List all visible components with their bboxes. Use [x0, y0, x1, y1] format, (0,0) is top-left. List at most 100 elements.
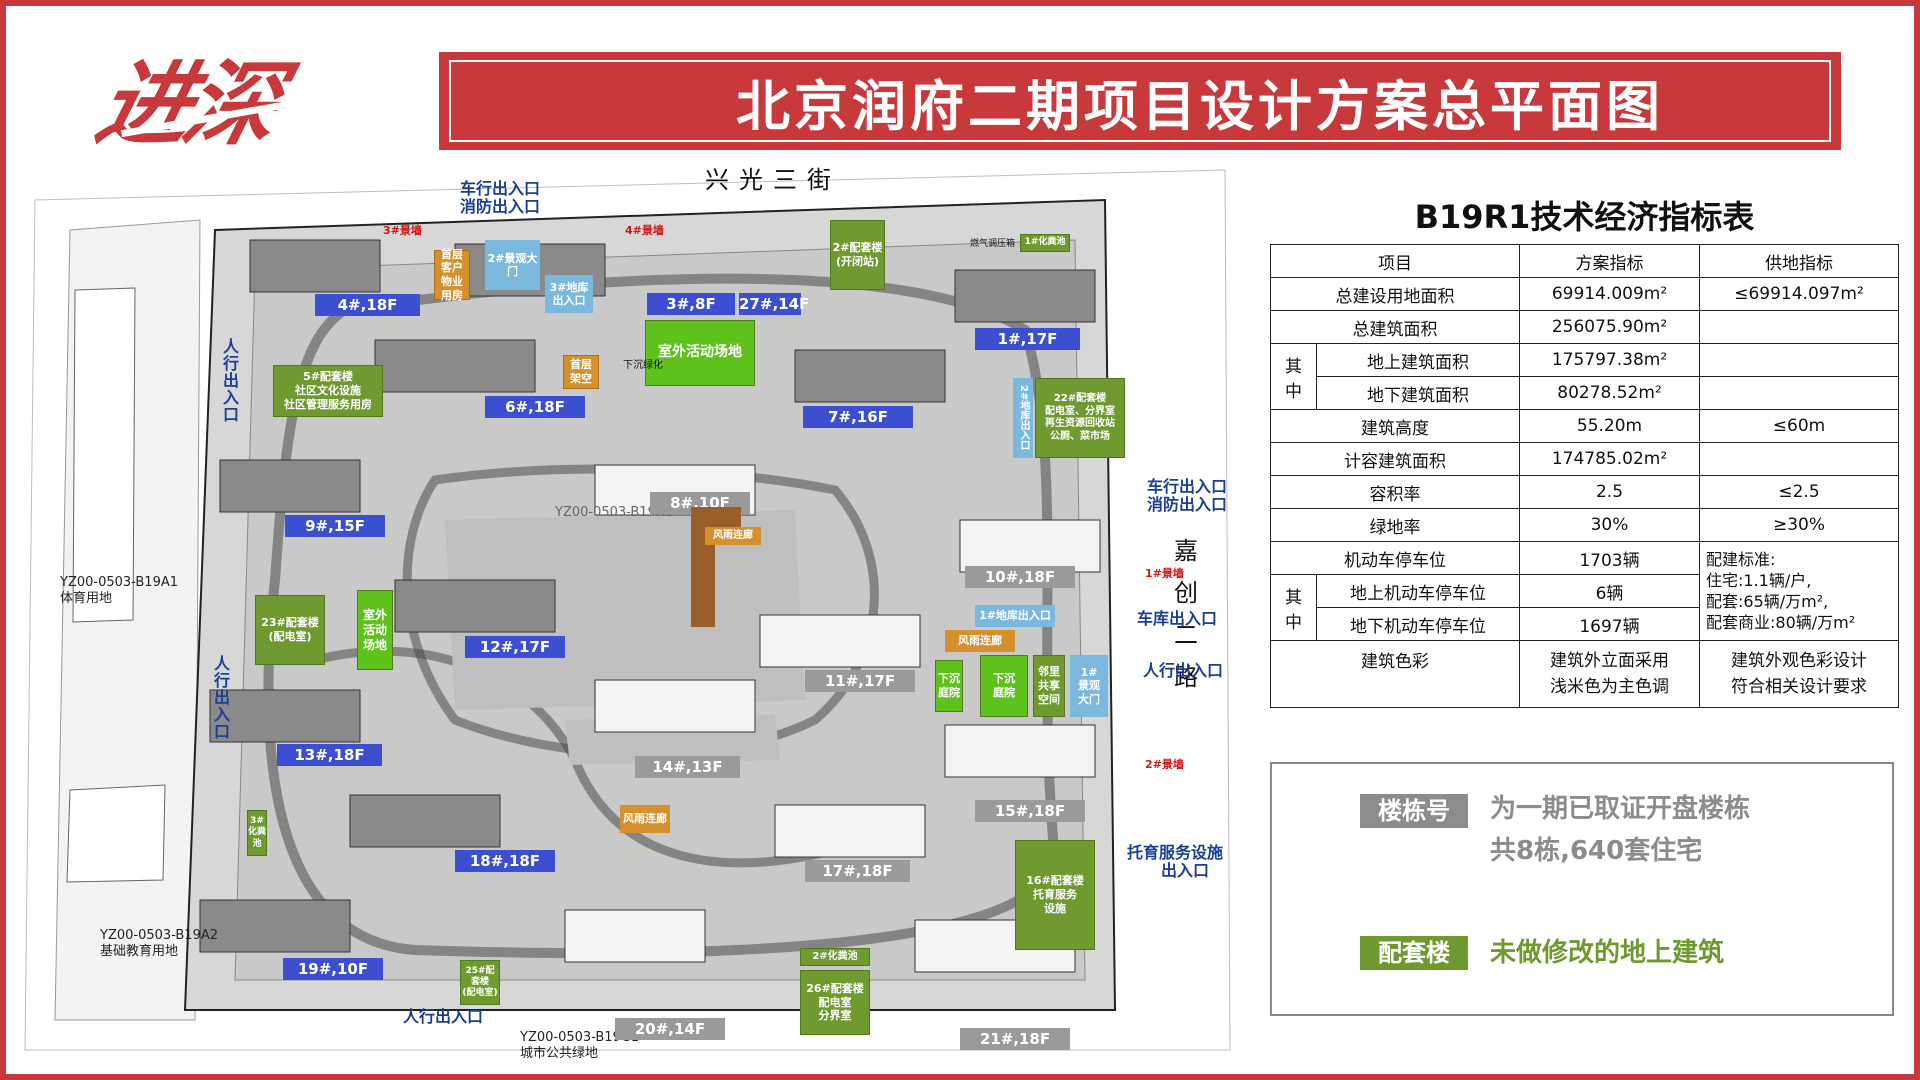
table-header-cell: 供地指标 — [1699, 244, 1899, 278]
facility-septic-2: 2#化粪池 — [800, 948, 870, 966]
facility-client-property[interactable]: 首层 客户 物业 用房 — [434, 248, 470, 302]
facility-23[interactable]: 23#配套楼 (配电室) — [255, 595, 325, 665]
corridor-label-1: 风雨连廊 — [705, 527, 761, 545]
entrance-east-nursery[interactable]: 托育服务设施 出入口 — [1127, 844, 1223, 880]
table-header-cell: 方案指标 — [1519, 244, 1700, 278]
facility-25[interactable]: 25#配套楼 (配电室) — [460, 960, 500, 1005]
building-tag-7[interactable]: 7#,16F — [803, 406, 913, 428]
table-row: 其 中 地上建筑面积 175797.38m² — [1270, 343, 1899, 410]
building-tag-18[interactable]: 18#,18F — [455, 850, 555, 872]
entrance-north[interactable]: 车行出入口 消防出入口 — [460, 180, 540, 216]
table-row: 建筑高度 55.20m ≤60m — [1270, 409, 1899, 443]
table-cell: 计容建筑面积 — [1270, 442, 1520, 476]
building-tag-1[interactable]: 1#,17F — [975, 328, 1080, 350]
entrance-south[interactable]: 人行出入口 — [403, 1007, 484, 1026]
table-cell: 建筑色彩 — [1270, 640, 1520, 708]
road-east-char: 路 — [1174, 663, 1198, 691]
table-cell: 55.20m — [1519, 409, 1700, 443]
garage-entrance-2[interactable]: 2#地库出入口 — [1013, 378, 1033, 458]
road-name-north: 兴光三街 — [705, 166, 841, 194]
building-tag-10[interactable]: 10#,18F — [965, 566, 1075, 588]
table-cell: ≤69914.097m² — [1699, 277, 1899, 311]
table-cell — [1699, 442, 1899, 476]
table-row: 建筑色彩 建筑外立面采用 浅米色为主色调 建筑外观色彩设计 符合相关设计要求 — [1270, 640, 1899, 708]
landscape-gate-2[interactable]: 2#景观大门 — [485, 240, 540, 290]
building-tag-13[interactable]: 13#,18F — [277, 744, 382, 766]
building-tag-15[interactable]: 15#,18F — [975, 800, 1085, 822]
landscape-wall-4: 4#景墙 — [625, 224, 664, 237]
facility-sunken-2[interactable]: 下沉 庭院 — [980, 655, 1028, 717]
building-tag-4[interactable]: 4#,18F — [315, 294, 420, 316]
facility-outdoor-left[interactable]: 室外 活动 场地 — [357, 590, 393, 670]
building-tag-9[interactable]: 9#,15F — [285, 515, 385, 537]
facility-septic-1: 1#化粪池 — [1020, 234, 1070, 252]
table-cell: 建筑高度 — [1270, 409, 1520, 443]
building-tag-12[interactable]: 12#,17F — [465, 636, 565, 658]
table-cell: 80278.52m² — [1519, 376, 1700, 410]
entrance-west-bottom[interactable]: 人行出入口 — [213, 654, 230, 741]
landscape-gate-1[interactable]: 1# 景观 大门 — [1070, 655, 1108, 717]
table-cell: 地下机动车停车位 — [1316, 607, 1520, 641]
entrance-east-pedestrian[interactable]: 人行出入口 — [1143, 661, 1224, 680]
logo: 进深 — [87, 50, 340, 160]
corridor-vertical — [691, 507, 715, 627]
building-tag-27[interactable]: 27#,14F — [739, 293, 810, 315]
entrance-east-fire-label: 消防出入口 — [1147, 495, 1228, 514]
entrance-nursery-sub: 出入口 — [1161, 861, 1210, 880]
title-border: 北京润府二期项目设计方案总平面图 — [449, 60, 1831, 142]
facility-outdoor-top[interactable]: 室外活动场地 — [645, 320, 755, 386]
table-cell: ≥30% — [1699, 508, 1899, 542]
entrance-west-top[interactable]: 人行出入口 — [222, 337, 239, 424]
table-row: 总建设用地面积 69914.009m² ≤69914.097m² — [1270, 277, 1899, 311]
table-cell: 30% — [1519, 508, 1700, 542]
table-cell: 总建筑面积 — [1270, 310, 1520, 344]
table-cell: 175797.38m² — [1519, 343, 1700, 377]
garage-entrance-1[interactable]: 1#地库出入口 — [975, 605, 1055, 627]
building-tag-20[interactable]: 20#,14F — [615, 1018, 725, 1040]
table-row: 地下机动车停车位 1697辆 — [1271, 607, 1899, 641]
entrance-east-garage[interactable]: 车库出入口 — [1137, 609, 1218, 628]
building-tag-3[interactable]: 3#,8F — [647, 293, 735, 315]
entrance-east-vehicle[interactable]: 车行出入口 消防出入口 — [1147, 478, 1227, 514]
entrance-north-vehicle: 车行出入口 — [460, 179, 541, 198]
garage-entrance-3[interactable]: 3#地库 出入口 — [545, 275, 593, 313]
landscape-wall-1: 1#景墙 — [1145, 567, 1184, 580]
landscape-wall-2: 2#景墙 — [1145, 758, 1184, 771]
parking-standard-line: 配套商业:80辆/万m² — [1706, 613, 1856, 632]
facility-26[interactable]: 26#配套楼 配电室 分界室 — [800, 970, 870, 1035]
table-cell: 6辆 — [1519, 574, 1700, 608]
legend-text-facility: 未做修改的地上建筑 — [1490, 938, 1725, 968]
facility-5[interactable]: 5#配套楼 社区文化设施 社区管理服务用房 — [273, 365, 383, 417]
building-tag-17[interactable]: 17#,18F — [805, 860, 910, 882]
entrance-east-vehicle-label: 车行出入口 — [1147, 477, 1228, 496]
parking-standard-line: 配建标准: — [1706, 550, 1776, 569]
building-tag-6[interactable]: 6#,18F — [485, 396, 585, 418]
facility-neighbor-share[interactable]: 邻里 共享 空间 — [1033, 655, 1065, 717]
building-tag-21[interactable]: 21#,18F — [960, 1028, 1070, 1050]
building-tag-19[interactable]: 19#,10F — [283, 958, 383, 980]
table-cell — [1699, 343, 1899, 377]
table-cell: 绿地率 — [1270, 508, 1520, 542]
table-row: 机动车停车位 1703辆 配建标准: 住宅:1.1辆/户, 配套:65辆/万m²… — [1270, 541, 1899, 641]
legend-box: 楼栋号 为一期已取证开盘楼栋 共8栋,640套住宅 配套楼 未做修改的地上建筑 — [1270, 762, 1894, 1016]
title-bar: 北京润府二期项目设计方案总平面图 — [439, 52, 1841, 150]
road-east-char: 嘉 — [1174, 537, 1198, 565]
table-header-cell: 项目 — [1270, 244, 1520, 278]
facility-2[interactable]: 2#配套楼 (开闭站) — [830, 220, 885, 290]
site-label-green: YZ00-0503-B19G1 — [520, 1030, 639, 1046]
table-row: 容积率 2.5 ≤2.5 — [1270, 475, 1899, 509]
site-label-code: YZ00-0503-B19A1 — [60, 575, 179, 590]
site-label-sports: YZ00-0503-B19A1 体育用地 — [60, 575, 178, 607]
legend-chip-building: 楼栋号 — [1360, 794, 1468, 828]
entrance-nursery-label: 托育服务设施 — [1127, 843, 1224, 862]
facility-16[interactable]: 16#配套楼 托育服务 设施 — [1015, 840, 1095, 950]
building-tag-11[interactable]: 11#,17F — [805, 670, 915, 692]
facility-first-floor[interactable]: 首层 架空 — [563, 355, 599, 389]
logo-text: 进深 — [86, 51, 286, 158]
facility-sunken-1[interactable]: 下沉 庭院 — [935, 660, 963, 712]
facility-22[interactable]: 22#配套楼 配电室、分界室 再生资源回收站 公厕、菜市场 — [1035, 378, 1125, 458]
site-label-center: YZ00-0503-B19R1 — [555, 505, 674, 520]
legend-chip-facility: 配套楼 — [1360, 936, 1468, 970]
table-cell: 容积率 — [1270, 475, 1520, 509]
building-tag-14[interactable]: 14#,13F — [635, 756, 740, 778]
